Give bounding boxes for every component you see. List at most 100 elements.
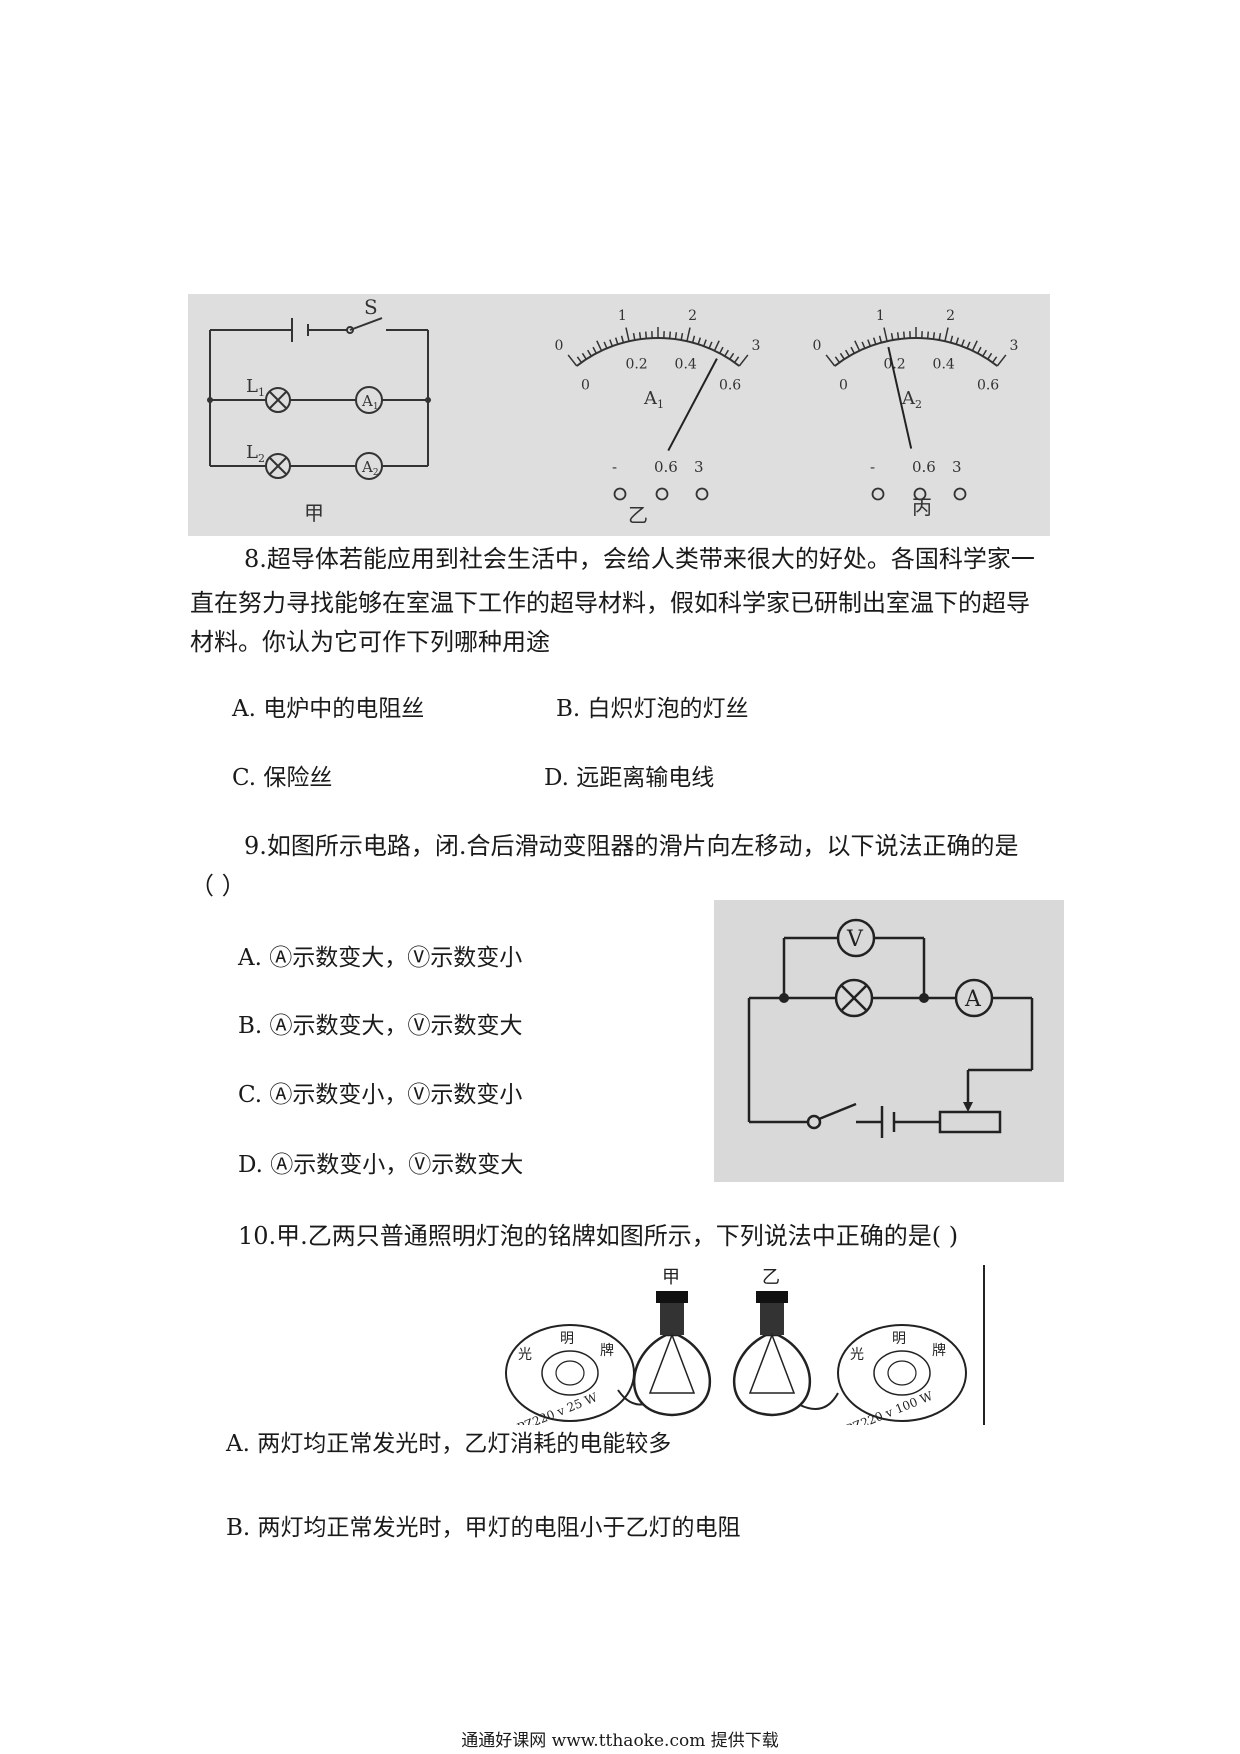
dial-yi-tick [625, 327, 630, 342]
dial-yi-tick [674, 332, 678, 340]
circuit-jia [209, 317, 429, 480]
dial-bing-inner-tick-label: 0.2 [883, 357, 905, 373]
dial-yi-tick [581, 352, 587, 360]
dial-bing-tick [834, 356, 841, 363]
dial-bing-terminal-label: - [870, 458, 875, 476]
dial-bing-terminal-label: 0.6 [912, 458, 936, 476]
dial-bing-tick [883, 327, 888, 342]
dial-yi-tick [644, 331, 648, 339]
dial-yi-meter-label: A1 [643, 388, 664, 411]
dial-yi-tick [609, 339, 613, 347]
dial-yi-tick [729, 352, 735, 360]
dial-yi-tick [668, 331, 672, 339]
dial-yi-tick [724, 349, 729, 357]
dial-yi-outer-tick-label: 3 [752, 338, 761, 354]
voltmeter-symbol: V [846, 927, 864, 952]
dial-yi-tick [686, 327, 691, 342]
dial-bing-outer-tick-label: 3 [1010, 338, 1019, 354]
q8-option-d[interactable]: D. 远距离输电线 [544, 765, 715, 791]
dial-yi-outer-tick-label: 1 [618, 308, 627, 324]
dial-yi-tick [691, 335, 696, 343]
dial-yi-terminal-label: - [612, 458, 617, 476]
dial-yi-tick [614, 337, 619, 345]
brand-char-2-jia: 明 [560, 1331, 574, 1347]
q8-option-a[interactable]: A. 电炉中的电阻丝 [232, 696, 425, 722]
dial-bing-needle [887, 346, 913, 449]
dial-bing-tick [971, 340, 978, 352]
dial-yi-scale-arc [576, 337, 740, 367]
brand-char-1-jia: 光 [518, 1347, 532, 1363]
ammeter-symbol: A [964, 987, 982, 1012]
caption-bing: 丙 [912, 495, 932, 519]
dial-yi-inner-tick-label: 0.6 [719, 378, 741, 394]
dial-yi-tick [603, 341, 608, 349]
q8-line1: 8.超导体若能应用到社会生活中，会给人类带来很大的好处。各国科学家一 [244, 545, 1035, 573]
dial-bing-tick [991, 356, 998, 363]
dial-bing-tick [938, 333, 942, 341]
dial-bing-tick [872, 337, 877, 345]
dial-bing-tick [861, 341, 866, 349]
dial-yi-tick [592, 346, 597, 354]
q8-option-c[interactable]: C. 保险丝 [232, 765, 333, 791]
dial-bing-outer-tick-label: 2 [946, 308, 955, 324]
q9-option-b[interactable]: B. Ⓐ示数变大，Ⓥ示数变大 [238, 1013, 523, 1039]
dial-yi-outer-tick-label: 2 [688, 308, 697, 324]
q8-line2: 直在努力寻找能够在室温下工作的超导材料，假如科学家已研制出室温下的超导 [190, 589, 1030, 617]
dial-yi-tick [713, 340, 720, 352]
dial-yi-tick [708, 341, 713, 349]
dial-bing-tick [867, 339, 871, 347]
dial-bing-tick [890, 333, 894, 341]
lamp1-label: L1 [246, 376, 265, 399]
q9-option-d[interactable]: D. Ⓐ示数变小，Ⓥ示数变大 [238, 1152, 524, 1178]
dial-bing-scale-arc [834, 337, 998, 367]
dial-bing-tick [966, 341, 971, 349]
dial-bing-tick [996, 354, 1007, 367]
dial-yi-tick [703, 339, 707, 347]
dial-bing-tick [955, 337, 960, 345]
brand-char-1-yi: 光 [850, 1347, 864, 1363]
q10-line1: 10.甲.乙两只普通照明灯泡的铭牌如图所示，下列说法中正确的是( ) [238, 1222, 959, 1250]
dial-bing-tick [944, 327, 949, 342]
q10-option-a[interactable]: A. 两灯均正常发光时，乙灯消耗的电能较多 [226, 1431, 672, 1457]
q9-line1: 9.如图所示电路，闭.合后滑动变阻器的滑片向左移动，以下说法正确的是 [244, 832, 1019, 860]
q9-option-c[interactable]: C. Ⓐ示数变小，Ⓥ示数变小 [238, 1082, 523, 1108]
dial-yi-tick [620, 335, 625, 343]
switch-label: S [364, 295, 378, 319]
brand-char-3-jia: 牌 [600, 1342, 614, 1359]
caption-yi: 乙 [628, 503, 648, 527]
ammeter1-symbol: A1 [361, 392, 379, 412]
ammeter2-symbol: A2 [361, 458, 379, 478]
q10-bulb-figure: 光 明 牌 PZ220 v 25 W 甲 乙 光 明 牌 PZ220 v 100… [500, 1265, 990, 1425]
dial-bing-tick [896, 332, 900, 340]
dial-bing-inner-tick-label: 0 [839, 378, 848, 394]
q9-option-a[interactable]: A. Ⓐ示数变大，Ⓥ示数变小 [238, 945, 523, 971]
q10-option-b[interactable]: B. 两灯均正常发光时，甲灯的电阻小于乙灯的电阻 [226, 1515, 741, 1541]
dial-bing-terminal [913, 487, 927, 501]
dial-yi-tick [733, 356, 740, 363]
dial-bing-tick [982, 349, 987, 357]
dial-yi-tick [719, 346, 724, 354]
dial-yi-tick [638, 332, 642, 340]
dial-bing-tick [961, 339, 965, 347]
dial-yi-tick [738, 354, 749, 367]
dial-yi-tick [576, 356, 583, 363]
dial-yi-terminal [613, 487, 627, 501]
dial-yi-tick [697, 337, 702, 345]
lamp2-label: L2 [246, 442, 265, 465]
dial-yi-terminal-label: 0.6 [654, 458, 678, 476]
dial-yi-tick [567, 354, 578, 367]
dial-yi-tick [596, 340, 603, 352]
dial-bing-tick [850, 346, 855, 354]
dial-bing-tick [977, 346, 982, 354]
dial-yi-terminal-label: 3 [694, 458, 704, 476]
page-footer: 通通好课网 www.tthaoke.com 提供下载 [461, 1731, 779, 1751]
dial-yi-tick [587, 349, 592, 357]
dial-yi-outer-tick-label: 0 [554, 338, 563, 354]
dial-yi-terminal [695, 487, 709, 501]
q8-option-b[interactable]: B. 白炽灯泡的灯丝 [556, 696, 749, 722]
bulb-label-jia: 甲 [662, 1267, 680, 1288]
dial-yi-inner-tick-label: 0.2 [625, 357, 647, 373]
